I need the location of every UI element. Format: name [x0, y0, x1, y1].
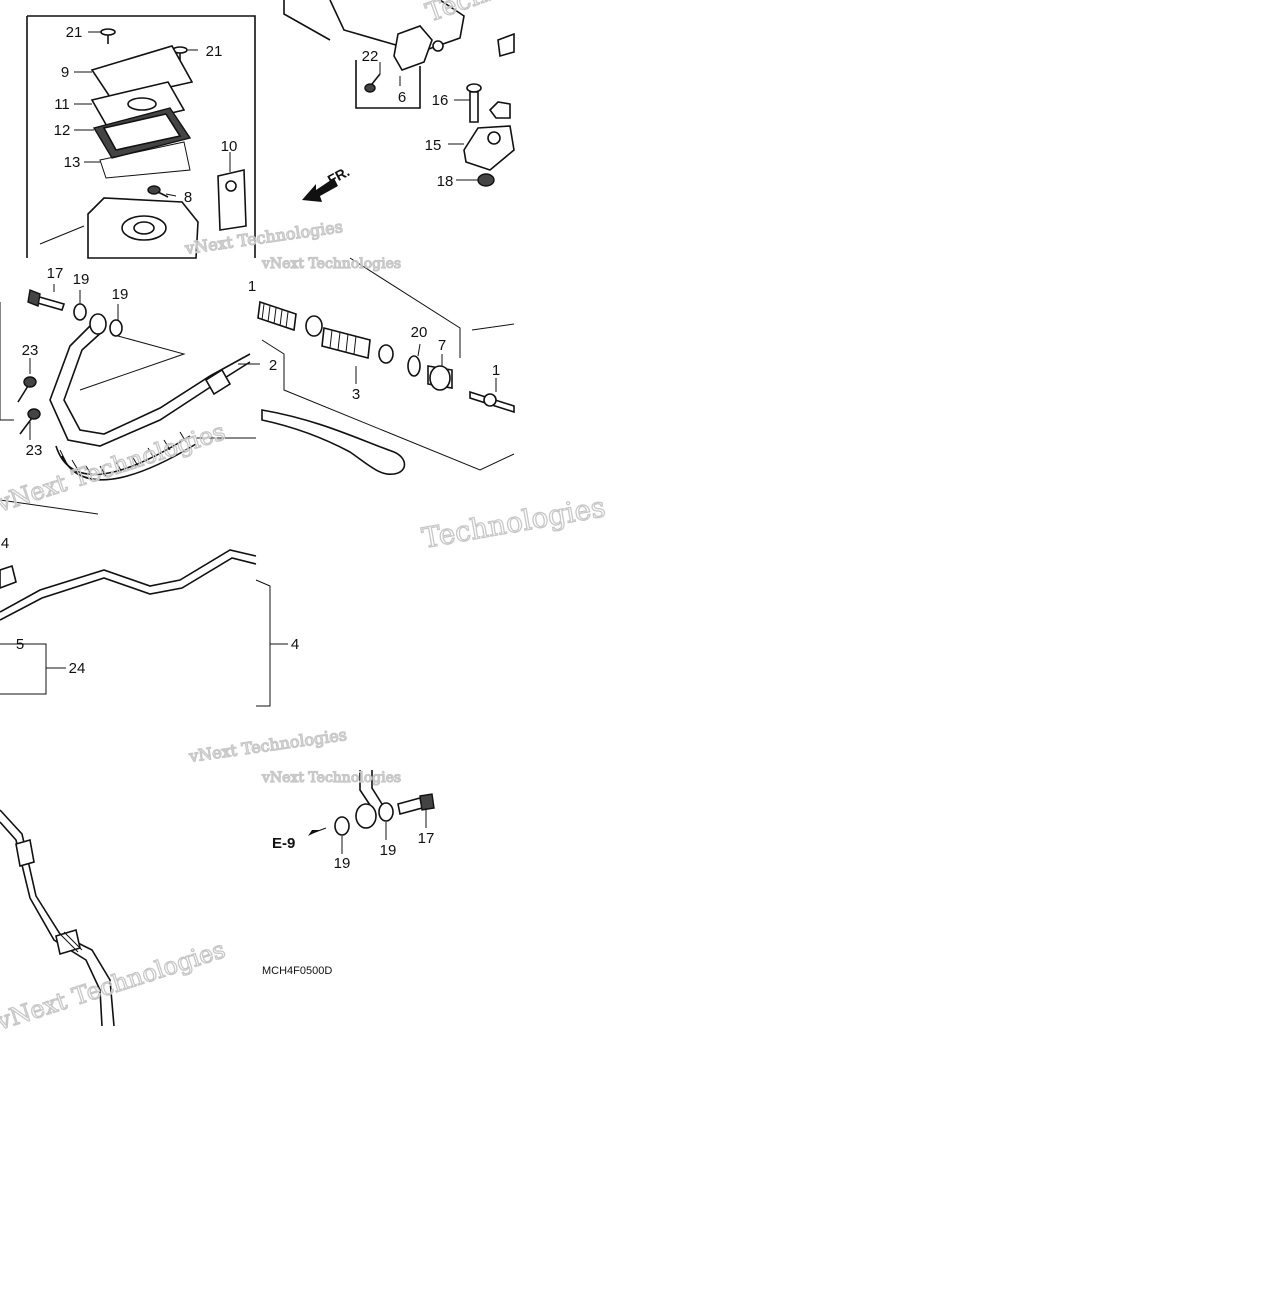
callout-6: 6 — [398, 89, 406, 106]
holder — [217, 169, 247, 231]
callout-5: 5 — [16, 636, 24, 653]
callout-1-b: 1 — [492, 362, 500, 379]
reservoir-frame-top — [27, 15, 256, 258]
callout-21-a: 21 — [66, 24, 83, 41]
screw-22 — [364, 73, 381, 93]
callout-23-b: 23 — [26, 442, 43, 459]
panel-clutch-pipe — [0, 549, 288, 707]
callout-19-a: 19 — [73, 271, 90, 288]
oil-bolt-upper — [27, 289, 66, 311]
callout-3: 3 — [352, 386, 360, 403]
sealing-washer-lower — [378, 802, 394, 822]
callout-20: 20 — [411, 324, 428, 341]
panel-hose-lower — [0, 770, 435, 1027]
pipe-clamp — [0, 564, 17, 589]
circlip — [407, 355, 421, 377]
pivot-cap — [477, 173, 495, 187]
bolt-23-lower — [19, 408, 41, 435]
clutch-lever — [261, 409, 406, 476]
nut-edge — [488, 101, 511, 119]
watermark: vNext Technologies — [261, 256, 401, 272]
callout-4-b: 4 — [291, 636, 299, 653]
callout-1-a: 1 — [248, 278, 256, 295]
oil-bolt-lower — [397, 793, 435, 815]
push-rod — [469, 390, 515, 414]
callout-21-b: 21 — [206, 43, 223, 60]
hose-spring — [55, 435, 191, 476]
front-direction-arrow — [302, 178, 338, 202]
watermark: vNext Technologies — [0, 417, 229, 518]
clutch-hose — [49, 321, 251, 447]
watermark: vNext Technologies — [183, 217, 344, 258]
callout-19-b: 19 — [112, 286, 129, 303]
panel-hose-upper — [0, 284, 260, 515]
callout-4-a: 4 — [1, 535, 9, 552]
lever-bracket-15 — [463, 125, 515, 171]
callout-9: 9 — [61, 64, 69, 81]
gasket — [99, 141, 191, 179]
callout-17-b: 17 — [418, 830, 435, 847]
watermark: vNext Technologies — [187, 725, 348, 766]
callout-10: 10 — [221, 138, 238, 155]
switch-bracket-frame — [355, 60, 421, 109]
callout-16: 16 — [432, 92, 449, 109]
callout-7: 7 — [438, 337, 446, 354]
callout-12: 12 — [54, 122, 71, 139]
callout-19-d: 19 — [380, 842, 397, 859]
panel-reservoir — [26, 15, 256, 259]
cup — [305, 315, 323, 337]
callout-24: 24 — [69, 660, 86, 677]
sealing-washer-lower — [334, 816, 350, 836]
panel-lever-switch — [283, 0, 515, 202]
sealing-washer — [73, 303, 87, 321]
clutch-pipe — [0, 549, 257, 613]
screw-21-left — [100, 28, 116, 44]
switch-frame-top — [283, 0, 331, 41]
callout-11: 11 — [54, 96, 70, 113]
panel-piston-set — [257, 257, 515, 476]
callout-18: 18 — [437, 173, 454, 190]
front-stop-switch — [393, 25, 433, 71]
piston — [321, 326, 371, 360]
watermark: vNext Technologies — [261, 770, 401, 786]
callout-8: 8 — [184, 189, 192, 206]
screw-8 — [147, 185, 169, 198]
callout-22: 22 — [362, 48, 379, 65]
callout-23-a: 23 — [22, 342, 39, 359]
diagram-code: MCH4F0500D — [262, 965, 332, 977]
callout-17-a: 17 — [47, 265, 64, 282]
hose-end-fitting — [359, 770, 373, 809]
watermark: Technologies — [422, 0, 594, 29]
callout-labels: 21 21 9 11 12 13 10 8 22 6 16 15 18 17 1… — [1, 24, 500, 872]
bolt-23-upper — [17, 376, 37, 403]
watermarks: Technologies vNext Technologies vNext Te… — [0, 0, 608, 1037]
callout-13: 13 — [64, 154, 81, 171]
watermark: Technologies — [419, 490, 607, 555]
callout-15: 15 — [425, 137, 442, 154]
pivot-bolt — [466, 83, 482, 123]
reference-label: E-9 — [272, 835, 295, 852]
callout-2: 2 — [269, 357, 277, 374]
sealing-washer — [109, 319, 123, 337]
callout-19-c: 19 — [334, 855, 351, 872]
